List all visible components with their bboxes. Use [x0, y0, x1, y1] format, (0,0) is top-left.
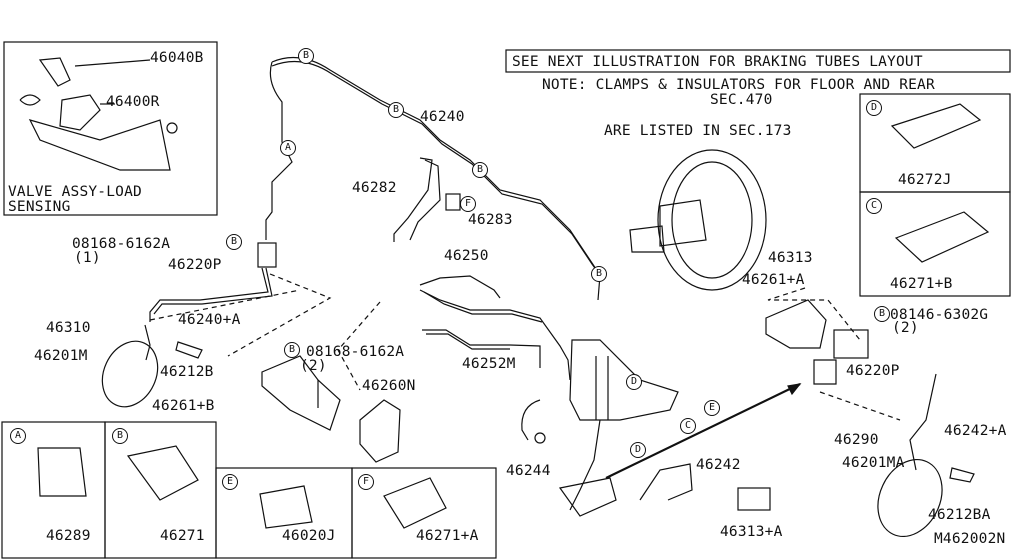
marker-A: A	[280, 140, 296, 156]
note-box	[505, 49, 1011, 73]
part-08168-qty-top: (1)	[74, 250, 101, 266]
part-46310: 46310	[46, 320, 91, 336]
part-46271: 46271	[160, 528, 205, 544]
junction-block	[569, 339, 679, 421]
marker-F: F	[460, 196, 476, 212]
valve-label-1: VALVE ASSY-LOAD	[8, 184, 142, 200]
marker-B-bolt-2: B	[284, 342, 300, 358]
part-46252M: 46252M	[462, 356, 516, 372]
part-46212B: 46212B	[160, 364, 214, 380]
marker-B-4: B	[591, 266, 607, 282]
marker-D-1: D	[626, 374, 642, 390]
marker-B-3: B	[472, 162, 488, 178]
part-46261B: 46261+B	[152, 398, 215, 414]
part-46313: 46313	[768, 250, 813, 266]
diagram-id: M462002N	[934, 531, 1006, 547]
part-46271A: 46271+A	[416, 528, 479, 544]
clip-C-marker: C	[866, 198, 882, 214]
tube-46240A	[149, 267, 269, 322]
valve-drawing	[19, 57, 178, 171]
direction-arrow	[605, 383, 801, 479]
part-46313A: 46313+A	[720, 524, 783, 540]
part-46240: 46240	[420, 109, 465, 125]
note-line-2: SEC.470	[710, 92, 773, 108]
part-46220P-right: 46220P	[846, 363, 900, 379]
insulator-46313A	[737, 487, 771, 511]
clip-46212BA-shape	[949, 467, 975, 483]
part-08146-qty: (2)	[892, 320, 919, 336]
clip-B-marker: B	[112, 428, 128, 444]
part-46289: 46289	[46, 528, 91, 544]
clip-D-marker: D	[866, 100, 882, 116]
hose-46201MA	[877, 458, 943, 538]
part-46250: 46250	[444, 248, 489, 264]
valve-label-2: SENSING	[8, 199, 71, 215]
clip-C-inset	[859, 191, 1011, 297]
clip-46212B-shape	[175, 341, 203, 359]
part-46282: 46282	[352, 180, 397, 196]
hose-46201M	[101, 340, 159, 408]
part-08168-6162A-top: 08168-6162A	[72, 236, 171, 252]
part-46220P-left: 46220P	[168, 257, 222, 273]
part-08168-6162A-mid: 08168-6162A	[306, 344, 405, 360]
part-46272J: 46272J	[898, 172, 952, 188]
part-46283: 46283	[468, 212, 513, 228]
connector-46220P	[257, 242, 277, 268]
tube-46252M	[422, 329, 541, 368]
part-46242A: 46242+A	[944, 423, 1007, 439]
part-46212BA: 46212BA	[928, 507, 991, 523]
part-46261A: 46261+A	[742, 272, 805, 288]
marker-B-1: B	[298, 48, 314, 64]
part-46290: 46290	[834, 432, 879, 448]
part-46040B: 46040B	[150, 50, 204, 66]
see-next-note: SEE NEXT ILLUSTRATION FOR BRAKING TUBES …	[512, 54, 923, 70]
bracket-46261A	[765, 299, 827, 349]
tube-46250	[419, 275, 571, 381]
part-46244: 46244	[506, 463, 551, 479]
part-08168-qty-mid: (2)	[300, 358, 327, 374]
bracket-46260N	[359, 399, 401, 463]
valve-right	[833, 329, 869, 359]
marker-B-bolt: B	[226, 234, 242, 250]
bracket-46261B	[261, 355, 341, 431]
part-46260N: 46260N	[362, 378, 416, 394]
valve-inset-box	[3, 41, 218, 216]
clip-E-marker: E	[222, 474, 238, 490]
part-46020J: 46020J	[282, 528, 336, 544]
tube-46240	[265, 56, 601, 301]
fitting-46244	[534, 432, 546, 444]
marker-B-bolt-3: B	[874, 306, 890, 322]
clip-F-marker: F	[358, 474, 374, 490]
part-46242: 46242	[696, 457, 741, 473]
marker-B-2: B	[388, 102, 404, 118]
tube-46242	[639, 463, 693, 501]
marker-D-2: D	[630, 442, 646, 458]
part-08146-6302G: 08146-6302G	[890, 307, 989, 323]
clip-A-marker: A	[10, 428, 26, 444]
note-line-3: ARE LISTED IN SEC.173	[604, 123, 792, 139]
brake-booster	[657, 149, 767, 291]
part-46271B: 46271+B	[890, 276, 953, 292]
part-46201MA: 46201MA	[842, 455, 905, 471]
part-46201M: 46201M	[34, 348, 88, 364]
part-46240A: 46240+A	[178, 312, 241, 328]
marker-C: C	[680, 418, 696, 434]
part-46400R: 46400R	[106, 94, 160, 110]
marker-E: E	[704, 400, 720, 416]
note-line-1: NOTE: CLAMPS & INSULATORS FOR FLOOR AND …	[542, 77, 935, 93]
